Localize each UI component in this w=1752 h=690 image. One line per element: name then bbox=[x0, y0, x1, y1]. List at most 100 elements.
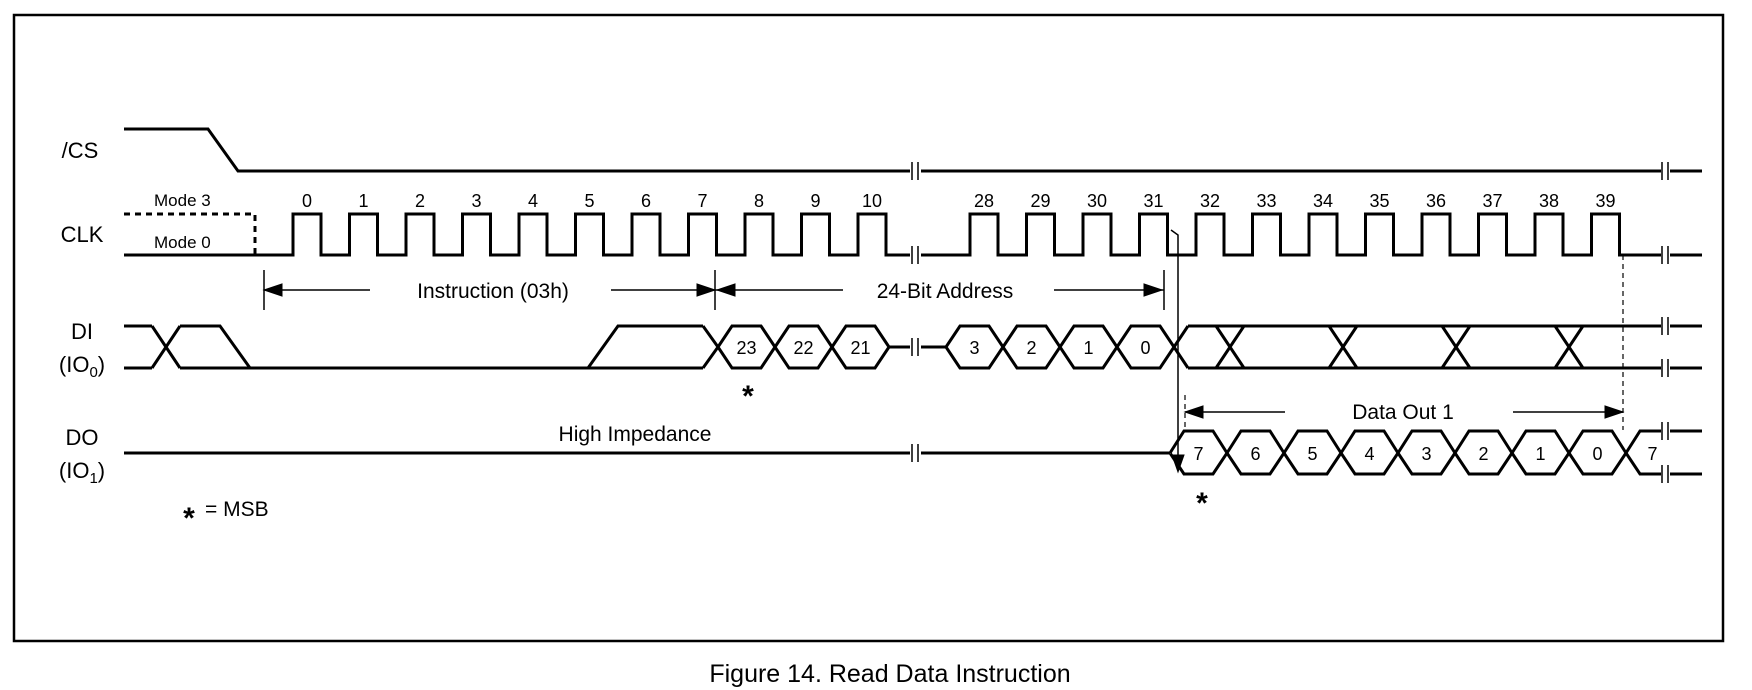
clk-cycle-10: 10 bbox=[862, 191, 882, 211]
di-bits-2-bit-2-1: 2 bbox=[1026, 338, 1036, 358]
clk-cycle-35: 35 bbox=[1369, 191, 1389, 211]
di-bits-2-bit-0-3: 0 bbox=[1140, 338, 1150, 358]
clk-cycle-28: 28 bbox=[974, 191, 994, 211]
data-out-ticks bbox=[1184, 255, 1624, 430]
clk31-to-do-line bbox=[1170, 229, 1179, 470]
do-io-prefix: (IO bbox=[59, 458, 90, 483]
clk-cycle-37: 37 bbox=[1482, 191, 1502, 211]
di-pre-bus bbox=[124, 324, 152, 370]
do-msb-star: * bbox=[1196, 487, 1208, 520]
msb-legend-text: = MSB bbox=[205, 498, 269, 521]
clk-cycle-29: 29 bbox=[1030, 191, 1050, 211]
do-bit-1-6: 1 bbox=[1535, 444, 1545, 464]
di-dc-cross-2 bbox=[1440, 325, 1472, 369]
clk-cycle-36: 36 bbox=[1426, 191, 1446, 211]
do-bit-5-2: 5 bbox=[1307, 444, 1317, 464]
msb-legend-star: * bbox=[183, 502, 195, 535]
di-label: DI bbox=[71, 319, 93, 344]
di-dc-open bbox=[1172, 325, 1190, 369]
di-bits-1-bit-21-2: 21 bbox=[850, 338, 870, 358]
di-bits-2-bit-1-2: 1 bbox=[1083, 338, 1093, 358]
di-idle bbox=[250, 324, 703, 370]
addr-arrow-head-left bbox=[715, 283, 736, 297]
clk-cycle-31: 31 bbox=[1143, 191, 1163, 211]
do-bit-3-4: 3 bbox=[1421, 444, 1431, 464]
cs-wave-1 bbox=[124, 127, 910, 173]
data-out-head-right bbox=[1604, 405, 1625, 419]
data-out-head-left bbox=[1183, 405, 1204, 419]
waveforms bbox=[124, 127, 1702, 483]
do-bit-0-7: 0 bbox=[1592, 444, 1602, 464]
do-label: DO bbox=[66, 425, 99, 450]
clk-break-2 bbox=[1661, 246, 1669, 264]
cs-break-2 bbox=[1661, 162, 1669, 180]
do-bit-7-0: 7 bbox=[1193, 444, 1203, 464]
addr-arrow-head-right bbox=[1143, 283, 1164, 297]
di-pre-cross bbox=[150, 325, 182, 369]
clk-cycle-33: 33 bbox=[1256, 191, 1276, 211]
instr-arrow-head-left bbox=[262, 283, 283, 297]
di-bits-2 bbox=[944, 324, 1176, 370]
clk-cycle-8: 8 bbox=[754, 191, 764, 211]
di-dc-bus bbox=[1188, 324, 1661, 370]
di-io-index: 0 bbox=[89, 364, 97, 381]
clk-cycle-5: 5 bbox=[584, 191, 594, 211]
do-bit-7-8: 7 bbox=[1647, 444, 1657, 464]
clk-cycle-2: 2 bbox=[415, 191, 425, 211]
di-bits-1-bit-23-0: 23 bbox=[736, 338, 756, 358]
di-break-2a bbox=[1661, 317, 1669, 335]
clk-break-1 bbox=[911, 246, 919, 264]
do-bit-2-5: 2 bbox=[1478, 444, 1488, 464]
mode0-label: Mode 0 bbox=[154, 233, 211, 252]
mode3-label: Mode 3 bbox=[154, 191, 211, 210]
clk-cycle-38: 38 bbox=[1539, 191, 1559, 211]
diagram-frame bbox=[12, 13, 1725, 643]
di-dc-cross-3 bbox=[1553, 325, 1585, 369]
instruction-label: Instruction (03h) bbox=[417, 280, 569, 303]
do-bits bbox=[1168, 429, 1661, 476]
di-io-close: ) bbox=[98, 352, 105, 377]
instr-arrow-head-right bbox=[696, 283, 717, 297]
do-bit-4-3: 4 bbox=[1364, 444, 1374, 464]
do-tail bbox=[1670, 429, 1702, 476]
di-dc-cross-1 bbox=[1327, 325, 1359, 369]
clk-cycle-3: 3 bbox=[471, 191, 481, 211]
high-impedance-label: High Impedance bbox=[559, 423, 712, 446]
di-dc-cross-0 bbox=[1214, 325, 1246, 369]
clk-cycle-34: 34 bbox=[1313, 191, 1333, 211]
clk-cycle-4: 4 bbox=[528, 191, 538, 211]
clk-mode3 bbox=[124, 212, 257, 255]
cs-label: /CS bbox=[62, 138, 99, 163]
data-out-label: Data Out 1 bbox=[1352, 401, 1454, 424]
di-io-prefix: (IO bbox=[59, 352, 90, 377]
di-bits-1-bit-22-1: 22 bbox=[793, 338, 813, 358]
do-bit-6-1: 6 bbox=[1250, 444, 1260, 464]
figure-caption: Figure 14. Read Data Instruction bbox=[709, 660, 1070, 688]
di-enter bbox=[701, 325, 720, 369]
clk-cycle-1: 1 bbox=[358, 191, 368, 211]
do-break-2b bbox=[1661, 465, 1669, 483]
clk-wave-1 bbox=[291, 212, 910, 257]
di-msb-star: * bbox=[742, 380, 754, 413]
di-bits-1 bbox=[716, 324, 891, 370]
di-break-2b bbox=[1661, 359, 1669, 377]
di-tail bbox=[1670, 324, 1702, 370]
clk-cycle-30: 30 bbox=[1087, 191, 1107, 211]
do-break-1 bbox=[911, 444, 919, 462]
cs-break-1 bbox=[911, 162, 919, 180]
clk-label: CLK bbox=[61, 222, 104, 247]
address-label: 24-Bit Address bbox=[877, 280, 1014, 303]
do-io-close: ) bbox=[98, 458, 105, 483]
clk-cycle-39: 39 bbox=[1595, 191, 1615, 211]
di-break-1 bbox=[911, 338, 919, 356]
clk-cycle-6: 6 bbox=[641, 191, 651, 211]
clk-cycle-7: 7 bbox=[697, 191, 707, 211]
do-io-index: 1 bbox=[89, 470, 97, 487]
do-io-label: (IO1) bbox=[59, 458, 105, 487]
clk-cycle-32: 32 bbox=[1200, 191, 1220, 211]
clk-wave-2 bbox=[968, 212, 1661, 257]
di-pre-close bbox=[180, 324, 252, 370]
clk-cycle-0: 0 bbox=[302, 191, 312, 211]
